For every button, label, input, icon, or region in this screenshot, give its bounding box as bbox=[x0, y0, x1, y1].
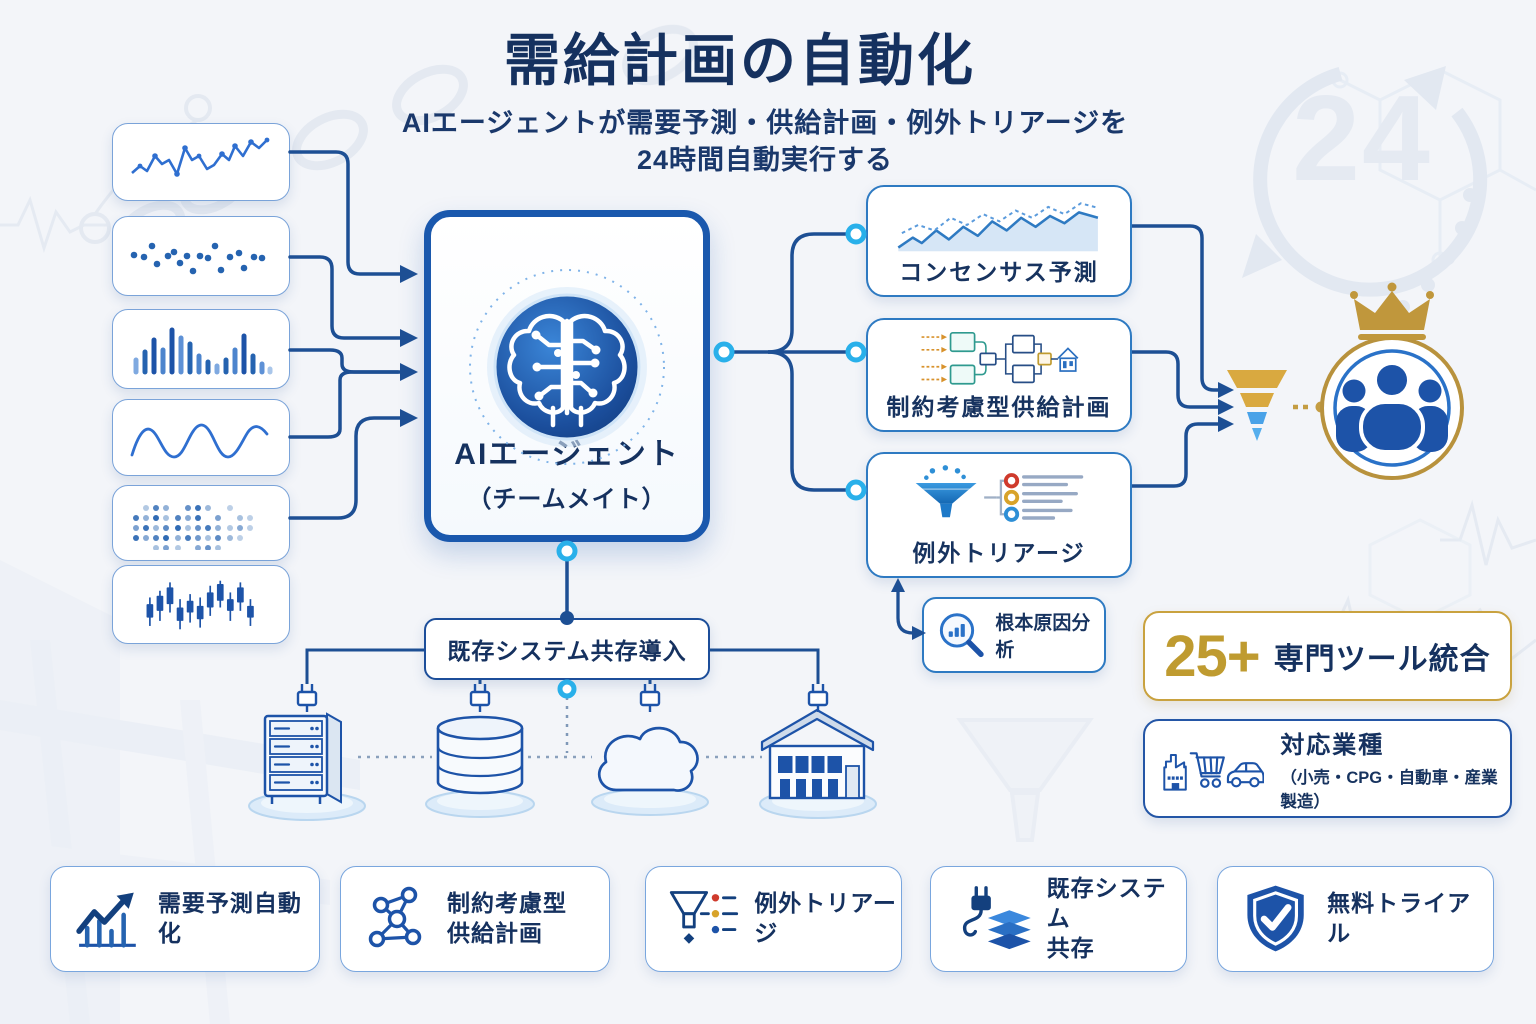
candlestick-chart-icon bbox=[146, 580, 254, 629]
badge-label: 既存システム 共存 bbox=[1046, 875, 1167, 961]
page-title: 需給計画の自動化 bbox=[504, 29, 976, 92]
root-cause-label: 根本原因分析 bbox=[995, 613, 1091, 661]
input-arrowheads bbox=[400, 265, 418, 427]
shield-check-icon bbox=[1247, 885, 1304, 952]
ai-agent-box: AIエージェント （チームメイト） bbox=[424, 210, 710, 542]
car-icon bbox=[1226, 761, 1265, 787]
brain-circuit-icon bbox=[469, 269, 665, 465]
triage-funnel-icon bbox=[915, 465, 1084, 522]
input-card-dot-matrix bbox=[112, 485, 290, 561]
24-hour-watermark-number: 24 bbox=[1292, 70, 1432, 206]
dot-matrix-icon bbox=[133, 505, 253, 550]
output-label-exception-triage: 例外トリアージ bbox=[912, 540, 1086, 566]
tools-count: 25+ bbox=[1164, 623, 1260, 689]
warehouse-icon bbox=[760, 706, 876, 807]
input-card-bar-data bbox=[112, 309, 290, 389]
cloud-icon bbox=[588, 716, 712, 805]
output-card-exception-triage: 例外トリアージ bbox=[866, 452, 1132, 578]
growth-chart-icon bbox=[76, 892, 136, 948]
funnel-dots-icon bbox=[669, 891, 739, 944]
badge-label: 例外トリアージ bbox=[754, 890, 897, 946]
server-rack-icon bbox=[257, 708, 357, 813]
funnel-connectors bbox=[1132, 224, 1218, 488]
crown-icon bbox=[1350, 282, 1434, 340]
cart-icon bbox=[1189, 751, 1225, 788]
output-card-consensus-forecast: コンセンサス予測 bbox=[866, 185, 1132, 297]
badge-label: 無料トライアル bbox=[1327, 890, 1472, 946]
coexistence-box: 既存システム共存導入 bbox=[424, 618, 710, 680]
funnel-watermark-icon bbox=[956, 718, 1094, 842]
input-card-candlestick bbox=[112, 565, 290, 644]
line-chart-icon bbox=[131, 137, 270, 177]
output-label-supply-plan: 制約考慮型供給計画 bbox=[886, 394, 1112, 420]
industries-title: 対応業種 bbox=[1280, 732, 1385, 759]
industries-subtitle: （小売・CPG・自動車・産業製造） bbox=[1280, 769, 1498, 811]
badge-label: 需要予測自動化 bbox=[157, 890, 302, 946]
page-subtitle-line2: 24時間自動実行する bbox=[636, 145, 894, 175]
input-card-demand-history bbox=[112, 123, 290, 201]
output-card-supply-plan: 制約考慮型供給計画 bbox=[866, 318, 1132, 432]
bar-chart-icon bbox=[133, 327, 273, 375]
tools-integration-card: 25+ 専門ツール統合 bbox=[1143, 611, 1512, 701]
badge-exception-triage: 例外トリアージ bbox=[645, 866, 902, 972]
tools-label: 専門ツール統合 bbox=[1273, 643, 1491, 676]
plug-connector-icons bbox=[296, 684, 829, 712]
industries-card: 対応業種 （小売・CPG・自動車・産業製造） bbox=[1143, 719, 1512, 818]
output-connectors bbox=[733, 232, 848, 492]
funnel-arrowheads bbox=[1218, 382, 1234, 432]
supply-flow-diagram-icon bbox=[921, 331, 1079, 385]
badge-free-trial: 無料トライアル bbox=[1217, 866, 1494, 972]
rootcause-connector bbox=[891, 578, 926, 640]
wave-curve-icon bbox=[130, 423, 269, 458]
output-label-consensus-forecast: コンセンサス予測 bbox=[899, 259, 1099, 285]
page-subtitle-line1: AIエージェントが需要予測・供給計画・例外トリアージを bbox=[401, 108, 1129, 138]
input-card-seasonality bbox=[112, 399, 290, 476]
industries-icons bbox=[1163, 751, 1265, 791]
plug-layers-icon bbox=[962, 886, 1031, 950]
badge-label: 制約考慮型 供給計画 bbox=[447, 890, 567, 946]
database-icon bbox=[430, 714, 530, 809]
badge-demand-forecast: 需要予測自動化 bbox=[50, 866, 320, 972]
input-card-scatter-data bbox=[112, 216, 290, 296]
connector-dot bbox=[1315, 401, 1327, 413]
magnifier-bar-chart-icon bbox=[939, 613, 984, 658]
badge-system-coexistence: 既存システム 共存 bbox=[930, 866, 1187, 972]
network-graph-icon bbox=[368, 886, 422, 948]
scatter-plot-icon bbox=[130, 242, 266, 275]
coexistence-label: 既存システム共存導入 bbox=[447, 638, 687, 664]
forecast-line-chart-icon bbox=[897, 202, 1099, 252]
team-crown-icon bbox=[1320, 282, 1464, 480]
priority-funnel-icon bbox=[1227, 370, 1287, 441]
badge-supply-plan: 制約考慮型 供給計画 bbox=[340, 866, 610, 972]
input-connectors bbox=[288, 150, 402, 520]
root-cause-card: 根本原因分析 bbox=[922, 597, 1106, 673]
factory-icon bbox=[1163, 753, 1187, 791]
ai-agent-subname: （チームメイト） bbox=[467, 486, 667, 513]
